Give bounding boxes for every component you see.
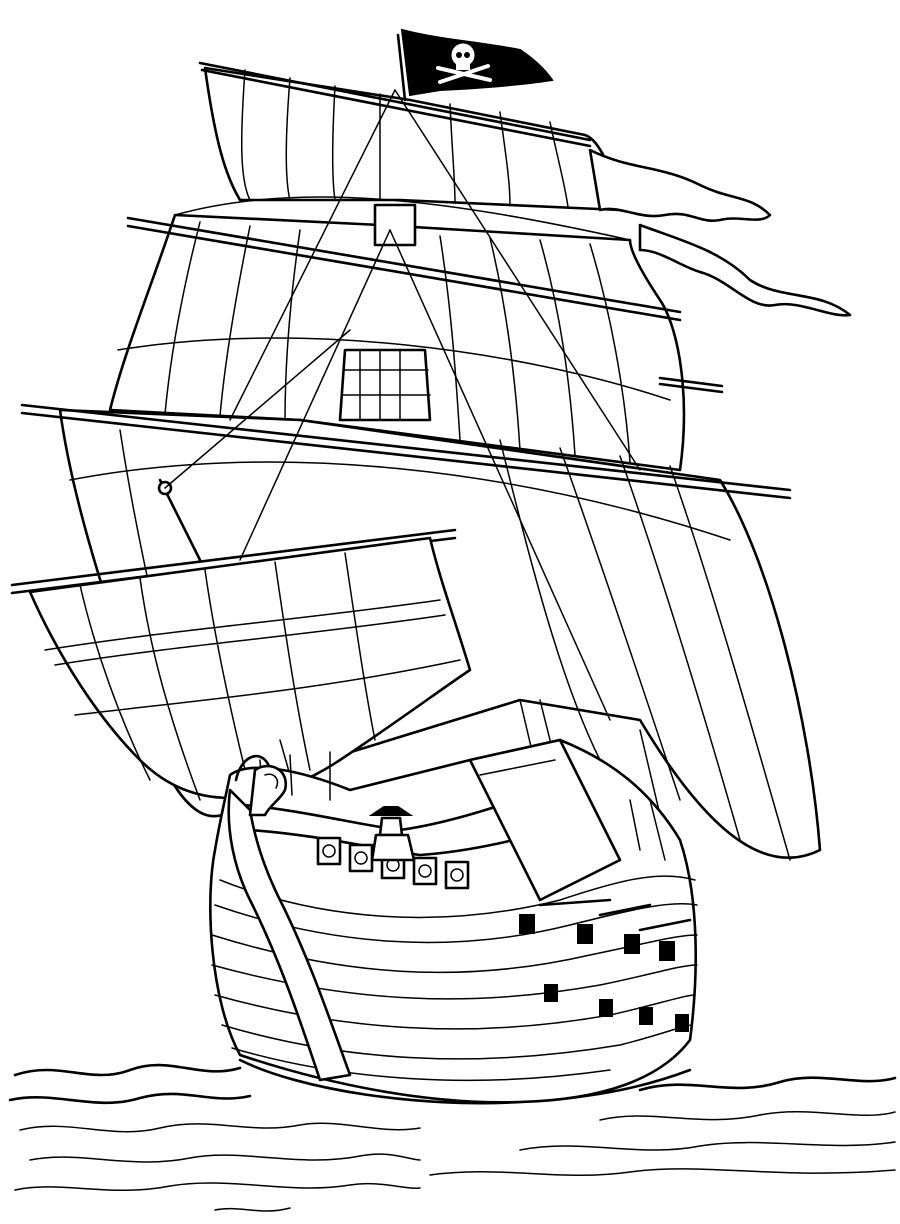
cannon-ports — [519, 898, 692, 1032]
pirate-flag — [396, 28, 554, 102]
pirate-captain — [368, 806, 416, 862]
sea-waves — [8, 1058, 897, 1212]
skull-and-crossbones-icon — [436, 43, 492, 84]
fore-sail — [28, 536, 472, 801]
pennant — [588, 148, 852, 317]
figurehead — [227, 754, 352, 1082]
main-mast — [157, 203, 432, 562]
hull — [209, 738, 698, 1104]
